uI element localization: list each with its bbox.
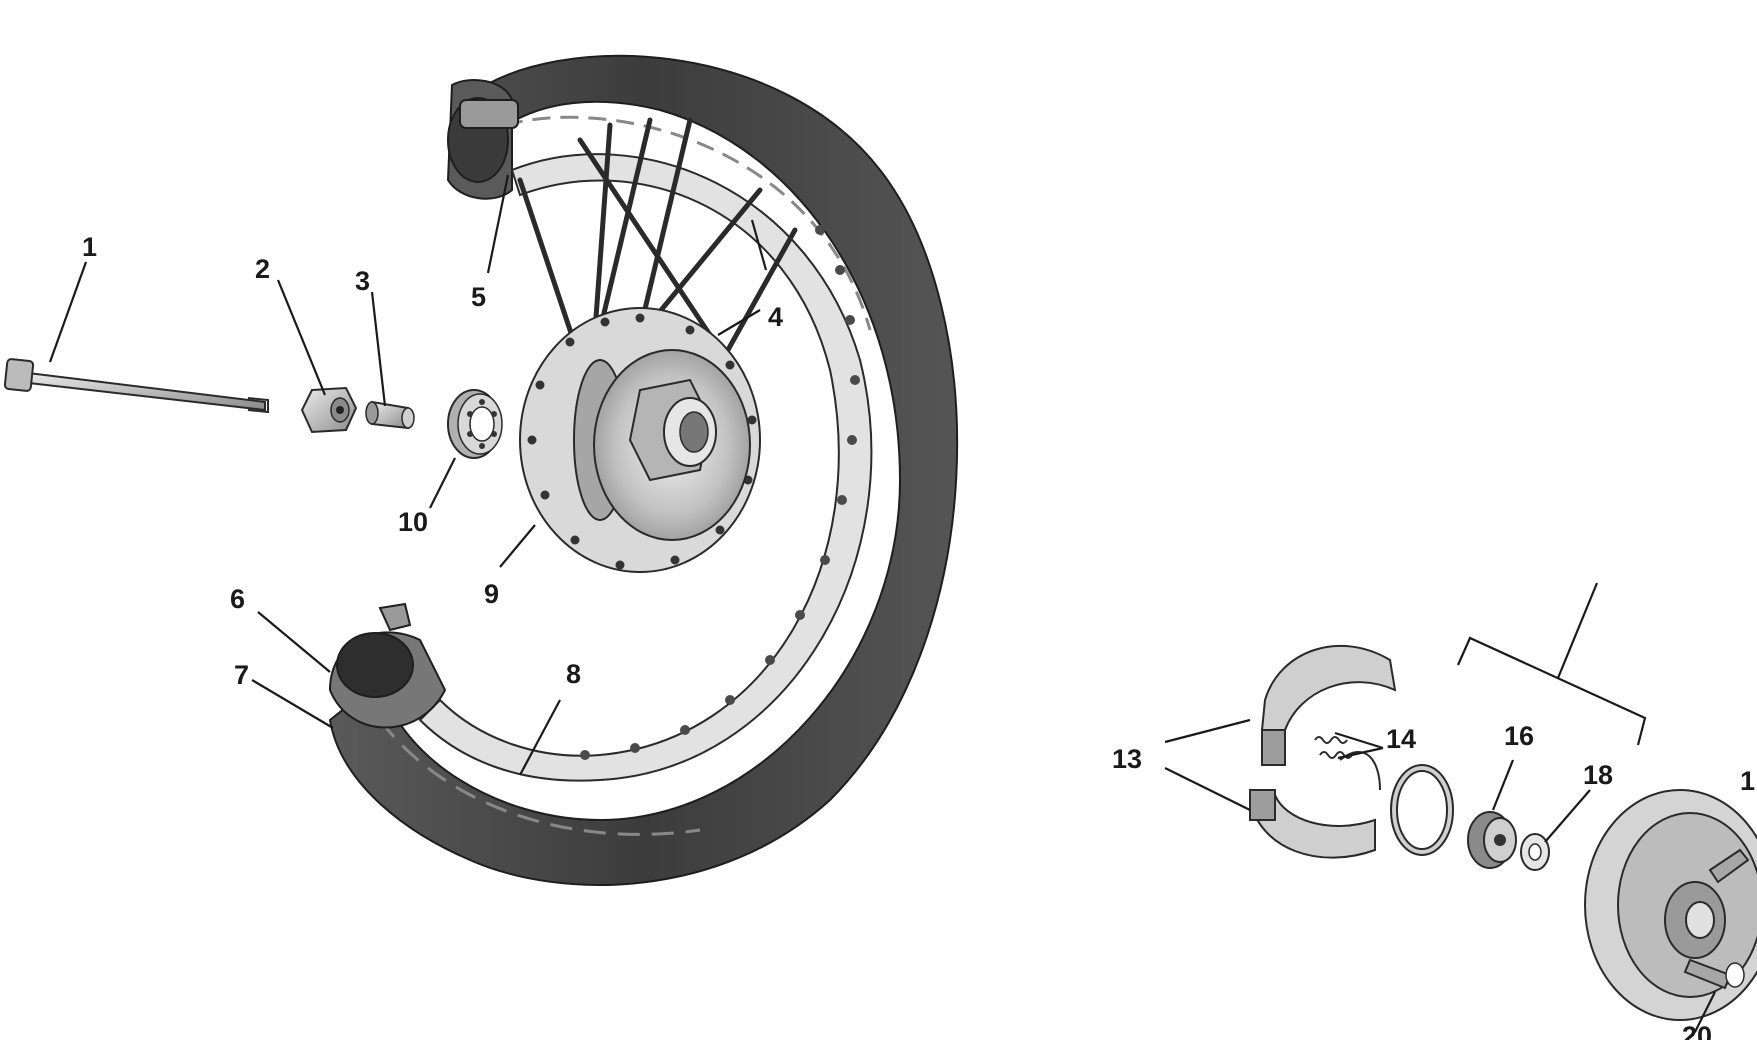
axle-part bbox=[3, 358, 269, 414]
callout-20: 20 bbox=[1682, 1021, 1712, 1040]
drive-gear-part bbox=[1467, 811, 1517, 869]
callout-1: 1 bbox=[82, 232, 97, 262]
brake-plate-part bbox=[1584, 789, 1757, 1021]
spokes-part bbox=[517, 117, 798, 423]
callout-7: 7 bbox=[234, 660, 249, 690]
callout-4: 4 bbox=[768, 302, 783, 332]
rim-part bbox=[418, 153, 873, 782]
washer-part bbox=[1520, 833, 1550, 871]
seal-ring-part bbox=[1390, 764, 1454, 856]
callout-3: 3 bbox=[355, 266, 370, 296]
callout-labels: 1 2 3 4 5 6 7 8 9 10 13 14 16 18 1 20 bbox=[82, 232, 1755, 1040]
callout-16: 16 bbox=[1504, 721, 1534, 751]
bearing-part bbox=[447, 389, 503, 459]
inner-tube-part bbox=[328, 602, 447, 729]
spacer-sleeve-part bbox=[365, 400, 415, 430]
leader-lines bbox=[48, 174, 1716, 1033]
callout-8: 8 bbox=[566, 659, 581, 689]
assembly-bracket bbox=[1456, 582, 1647, 746]
callout-2: 2 bbox=[255, 254, 270, 284]
hub-part bbox=[519, 307, 761, 573]
callout-14: 14 bbox=[1386, 724, 1416, 754]
callout-6: 6 bbox=[230, 584, 245, 614]
callout-9: 9 bbox=[484, 579, 499, 609]
callout-18: 18 bbox=[1583, 760, 1613, 790]
callout-19: 1 bbox=[1740, 766, 1755, 796]
springs-part bbox=[1314, 736, 1353, 759]
callout-13: 13 bbox=[1112, 744, 1142, 774]
axle-nut-part bbox=[300, 386, 358, 434]
callout-5: 5 bbox=[471, 282, 486, 312]
callout-10: 10 bbox=[398, 507, 428, 537]
tire-part bbox=[328, 54, 959, 886]
